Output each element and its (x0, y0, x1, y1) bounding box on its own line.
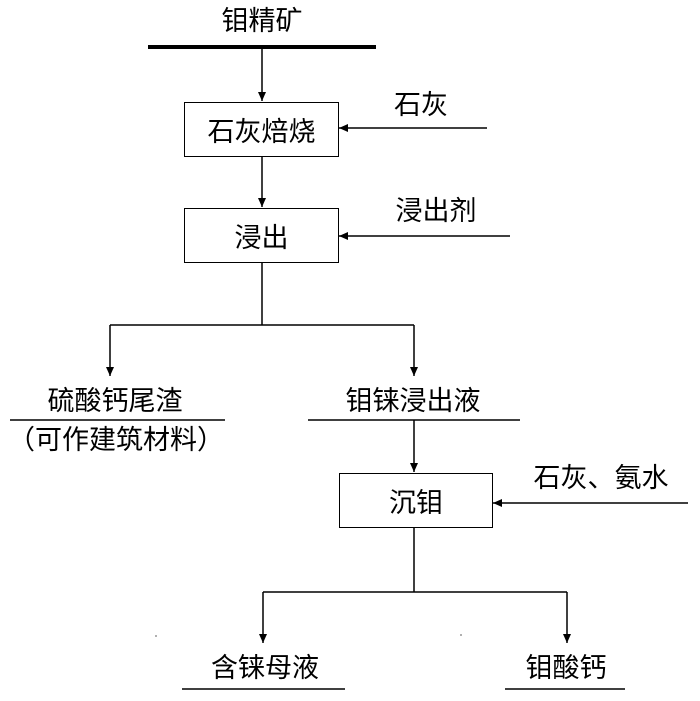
final-product-label: 钼酸钙 (525, 653, 607, 684)
feed-label: 钼精矿 (221, 6, 303, 37)
roast-reagent-label: 石灰 (394, 90, 448, 121)
roast-step-box: 石灰焙烧 (184, 102, 339, 157)
speck-mark (155, 635, 157, 637)
speck-mark (460, 634, 462, 636)
precipitate-reagent-label: 石灰、氨水 (533, 463, 669, 494)
mother-liquor-label: 含铼母液 (211, 653, 319, 684)
precipitate-step-box: 沉钼 (339, 473, 493, 528)
leach-step-box: 浸出 (184, 208, 339, 263)
leach-liquor-label: 钼铼浸出液 (345, 386, 481, 417)
residue-label: 硫酸钙尾渣 (47, 386, 183, 417)
leach-reagent-label: 浸出剂 (395, 196, 477, 227)
residue-note-label: （可作建筑材料） (8, 425, 224, 456)
